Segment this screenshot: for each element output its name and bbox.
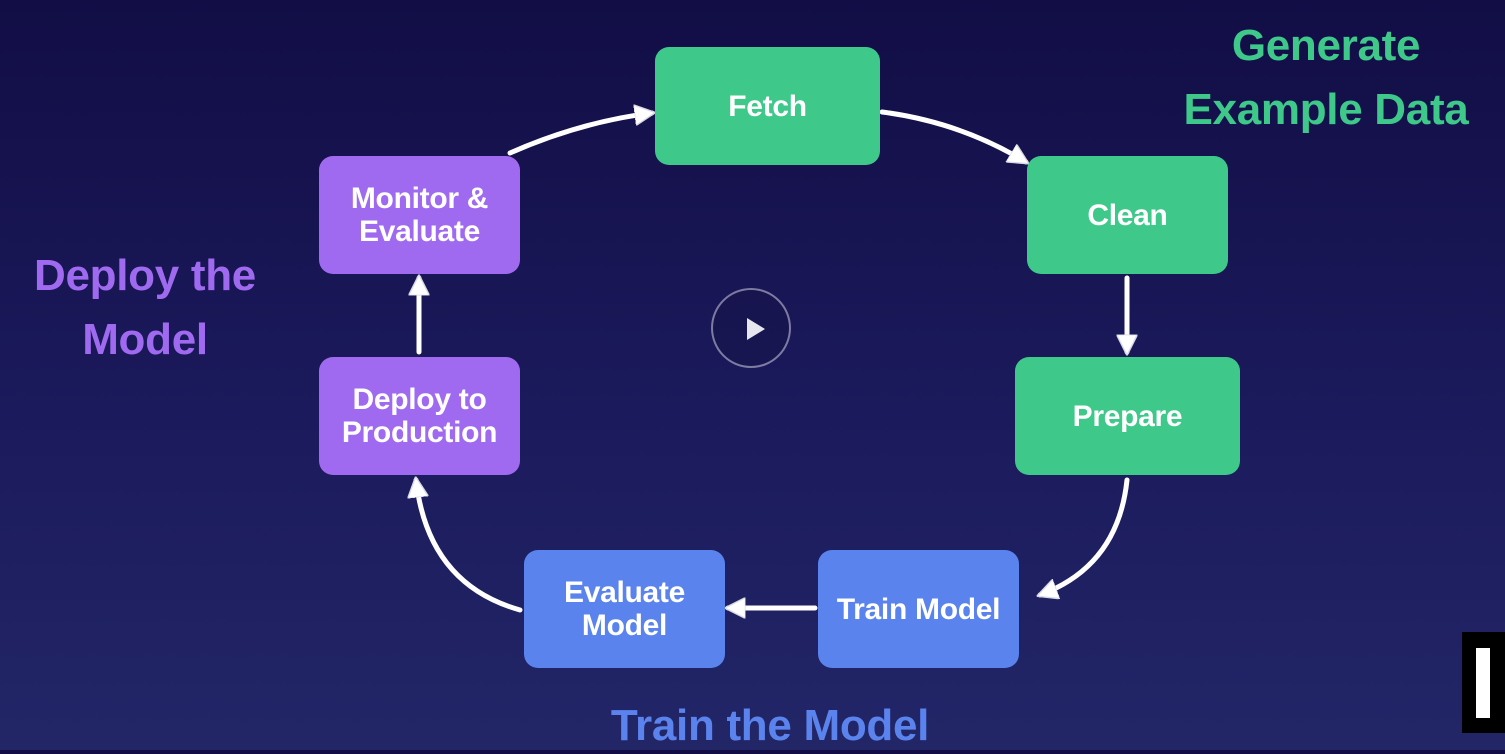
edge-marker [1462, 632, 1505, 733]
arrow-fetch-to-clean [879, 109, 1026, 162]
step-train-model-label: Train Model [836, 592, 1001, 626]
step-clean: Clean [1027, 156, 1228, 274]
step-deploy-to-production-label: Deploy to Production [341, 383, 498, 449]
step-monitor-evaluate: Monitor & Evaluate [319, 156, 520, 274]
step-clean-label: Clean [1087, 198, 1168, 232]
step-deploy-to-production: Deploy to Production [319, 357, 520, 475]
step-prepare-label: Prepare [1072, 399, 1183, 433]
play-icon [747, 318, 765, 340]
arrow-monitor-to-fetch [507, 113, 652, 156]
edge-marker-bar [1476, 648, 1490, 718]
step-prepare: Prepare [1015, 357, 1240, 475]
phase-train-the-model: Train the Model [610, 701, 930, 750]
arrow-evaluate-to-deploy [416, 480, 523, 613]
step-evaluate-model-label: Evaluate Model [564, 576, 685, 642]
play-button[interactable] [711, 288, 791, 368]
step-evaluate-model: Evaluate Model [524, 550, 725, 668]
step-fetch: Fetch [655, 47, 880, 165]
phase-deploy-the-model: Deploy the Model [34, 251, 256, 364]
step-fetch-label: Fetch [728, 89, 807, 123]
step-train-model: Train Model [818, 550, 1019, 668]
phase-generate-example-data: Generate Example Data [1183, 21, 1469, 134]
step-monitor-evaluate-label: Monitor & Evaluate [350, 182, 489, 248]
arrow-prepare-to-train [1040, 477, 1130, 595]
